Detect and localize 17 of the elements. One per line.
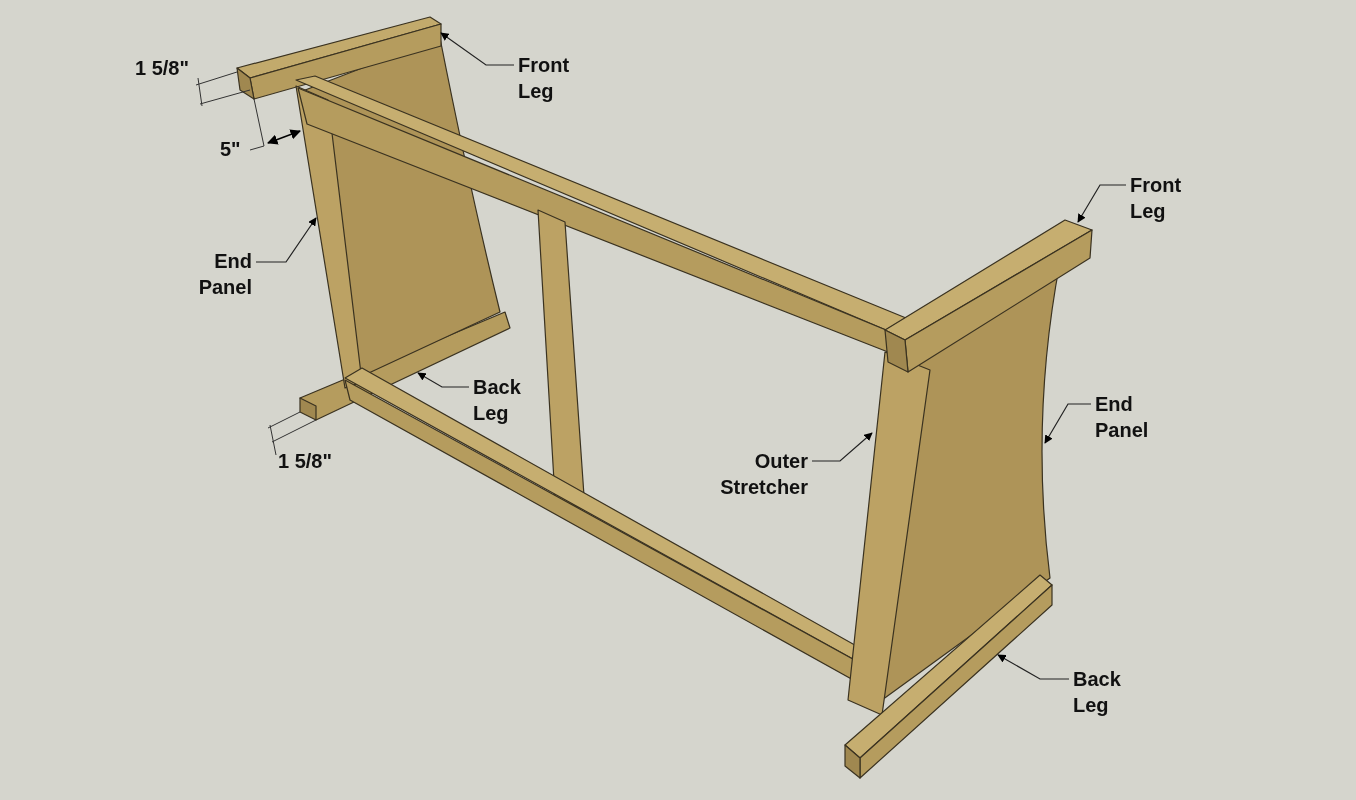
leader-line — [1077, 184, 1127, 223]
part-label: End Panel — [1095, 391, 1165, 443]
leader-line — [255, 217, 317, 263]
dimension-label: 5" — [220, 137, 241, 162]
part-label: Outer Stretcher — [700, 448, 808, 500]
part-label: Front Leg — [518, 52, 588, 104]
part-label: End Panel — [180, 248, 252, 300]
dimension-label: 1 5/8" — [278, 449, 332, 474]
leader-line — [997, 654, 1070, 680]
leader-line — [440, 32, 515, 66]
leader-line — [1044, 403, 1092, 444]
leader-line — [417, 372, 470, 388]
part-label: Back Leg — [1073, 666, 1143, 718]
part-label: Front Leg — [1130, 172, 1200, 224]
dimension-label: 1 5/8" — [135, 56, 189, 81]
part-label: Back Leg — [473, 374, 543, 426]
leader-line — [811, 432, 873, 462]
